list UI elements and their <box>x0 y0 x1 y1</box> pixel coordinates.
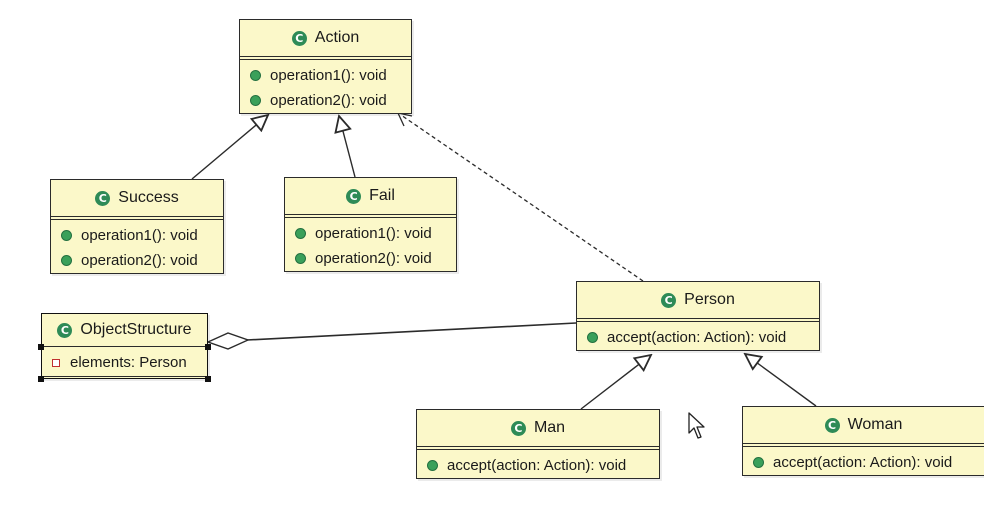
class-man-name: Man <box>533 419 566 436</box>
method-row[interactable]: operation2(): void <box>240 88 411 113</box>
method-row[interactable]: accept(action: Action): void <box>417 453 659 478</box>
method-signature: accept(action: Action): void <box>447 457 627 474</box>
method-signature: operation1(): void <box>81 227 198 244</box>
class-icon: C <box>510 420 526 436</box>
edge-fail-generalizes-action <box>339 116 356 178</box>
mouse-pointer-icon <box>688 412 705 439</box>
dependency-arrowhead <box>396 112 413 127</box>
public-method-icon <box>753 457 764 468</box>
method-signature: operation1(): void <box>270 67 387 84</box>
edge-success-generalizes-action <box>191 115 268 180</box>
method-signature: operation2(): void <box>315 250 432 267</box>
class-fail-header: C Fail <box>285 178 456 215</box>
class-action-members: operation1(): void operation2(): void <box>240 60 411 113</box>
divider <box>743 444 984 447</box>
divider <box>240 57 411 60</box>
class-action-header: C Action <box>240 20 411 57</box>
public-method-icon <box>61 230 72 241</box>
divider <box>577 319 819 322</box>
public-method-icon <box>61 255 72 266</box>
class-icon: C <box>291 30 307 46</box>
divider <box>42 376 207 377</box>
class-objectstructure[interactable]: C ObjectStructure elements: Person <box>38 313 211 382</box>
field-row[interactable]: elements: Person <box>42 350 207 375</box>
method-row[interactable]: operation1(): void <box>285 221 456 246</box>
class-action-name: Action <box>314 29 360 46</box>
edge-man-generalizes-person <box>580 355 651 410</box>
class-success-name: Success <box>118 189 179 206</box>
class-icon: C <box>57 322 73 338</box>
selection-handle[interactable] <box>205 344 211 350</box>
class-objectstructure-header: C ObjectStructure <box>42 314 207 347</box>
selection-handle[interactable] <box>205 376 211 382</box>
class-success[interactable]: C Success operation1(): void operation2(… <box>50 179 224 274</box>
class-person-header: C Person <box>577 282 819 319</box>
method-signature: accept(action: Action): void <box>773 454 953 471</box>
aggregation-diamond <box>206 332 250 350</box>
class-icon: C <box>661 292 677 308</box>
class-icon: C <box>824 417 840 433</box>
class-man[interactable]: C Man accept(action: Action): void <box>416 409 660 479</box>
class-person[interactable]: C Person accept(action: Action): void <box>576 281 820 351</box>
class-icon: C <box>95 190 111 206</box>
public-method-icon <box>250 70 261 81</box>
class-action[interactable]: C Action operation1(): void operation2()… <box>239 19 412 114</box>
divider <box>285 215 456 218</box>
class-fail-name: Fail <box>369 187 395 204</box>
class-woman-header: C Woman <box>743 407 984 444</box>
public-method-icon <box>427 460 438 471</box>
divider <box>51 217 223 220</box>
class-person-members: accept(action: Action): void <box>577 322 819 350</box>
method-row[interactable]: operation2(): void <box>285 246 456 271</box>
method-row[interactable]: operation1(): void <box>240 63 411 88</box>
class-objectstructure-name: ObjectStructure <box>80 321 192 338</box>
class-icon: C <box>346 188 362 204</box>
class-fail[interactable]: C Fail operation1(): void operation2(): … <box>284 177 457 272</box>
field-signature: elements: Person <box>70 354 187 371</box>
public-method-icon <box>587 332 598 343</box>
class-man-header: C Man <box>417 410 659 447</box>
selection-handle[interactable] <box>38 376 44 382</box>
selection-handle[interactable] <box>38 344 44 350</box>
edge-objectstructure-aggregates-person <box>246 322 577 341</box>
method-signature: operation1(): void <box>315 225 432 242</box>
method-signature: operation2(): void <box>81 252 198 269</box>
method-row[interactable]: accept(action: Action): void <box>743 450 984 475</box>
method-row[interactable]: operation1(): void <box>51 223 223 248</box>
class-man-members: accept(action: Action): void <box>417 450 659 478</box>
class-woman-members: accept(action: Action): void <box>743 447 984 475</box>
public-method-icon <box>295 228 306 239</box>
public-method-icon <box>250 95 261 106</box>
class-woman-name: Woman <box>847 416 903 433</box>
divider <box>417 447 659 450</box>
public-method-icon <box>295 253 306 264</box>
method-signature: accept(action: Action): void <box>607 329 787 346</box>
class-person-name: Person <box>684 291 735 308</box>
class-fail-members: operation1(): void operation2(): void <box>285 218 456 271</box>
class-objectstructure-fields: elements: Person <box>42 347 207 375</box>
class-woman[interactable]: C Woman accept(action: Action): void <box>742 406 984 476</box>
method-row[interactable]: operation2(): void <box>51 248 223 273</box>
private-field-icon <box>52 358 60 367</box>
class-success-members: operation1(): void operation2(): void <box>51 220 223 273</box>
edge-woman-generalizes-person <box>745 354 817 407</box>
class-success-header: C Success <box>51 180 223 217</box>
method-signature: operation2(): void <box>270 92 387 109</box>
method-row[interactable]: accept(action: Action): void <box>577 325 819 350</box>
